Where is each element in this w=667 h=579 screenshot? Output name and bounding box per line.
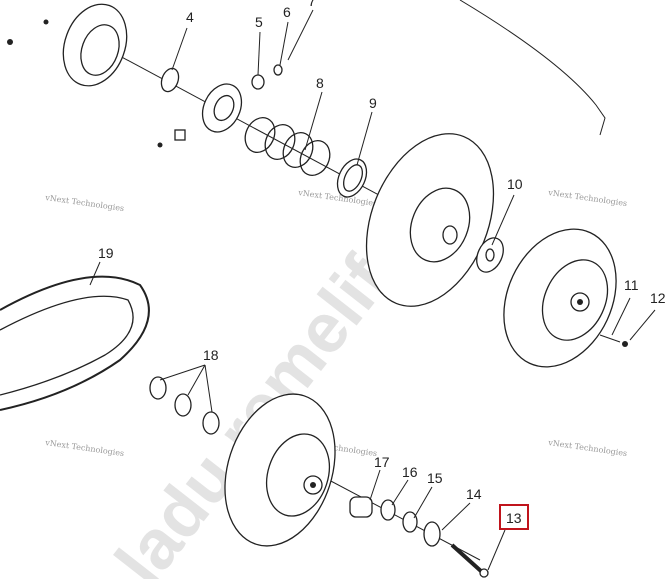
callout-10[interactable]: 10 <box>507 176 523 192</box>
callout-16[interactable]: 16 <box>402 464 418 480</box>
svg-text:vNext Technologies: vNext Technologies <box>547 438 628 458</box>
svg-text:vNext Technologies: vNext Technologies <box>297 188 378 208</box>
callout-14[interactable]: 14 <box>466 486 482 502</box>
callout-8[interactable]: 8 <box>316 75 324 91</box>
svg-text:vNext Technologies: vNext Technologies <box>44 193 125 213</box>
callout-18[interactable]: 18 <box>203 347 219 363</box>
callout-6[interactable]: 6 <box>283 4 291 20</box>
callout-19[interactable]: 19 <box>98 245 114 261</box>
spring-part <box>244 116 331 177</box>
callout-11[interactable]: 11 <box>624 277 639 293</box>
callout-12[interactable]: 12 <box>650 290 666 306</box>
wheel-upper <box>503 228 617 368</box>
callout-7[interactable]: 7 <box>308 0 316 9</box>
callout-13[interactable]: 13 <box>506 510 522 526</box>
callout-5[interactable]: 5 <box>255 14 263 30</box>
cover-part <box>7 3 128 87</box>
svg-text:vNext Technologies: vNext Technologies <box>44 438 125 458</box>
callout-4[interactable]: 4 <box>186 9 194 25</box>
leader-lines <box>89 9 656 571</box>
callout-17[interactable]: 17 <box>374 454 390 470</box>
highlight-box <box>499 504 529 530</box>
belt-part <box>0 275 150 411</box>
callout-15[interactable]: 15 <box>427 470 443 486</box>
svg-text:vNext Technologies: vNext Technologies <box>547 188 628 208</box>
callout-9[interactable]: 9 <box>369 95 377 111</box>
wheel-lower <box>224 393 336 547</box>
